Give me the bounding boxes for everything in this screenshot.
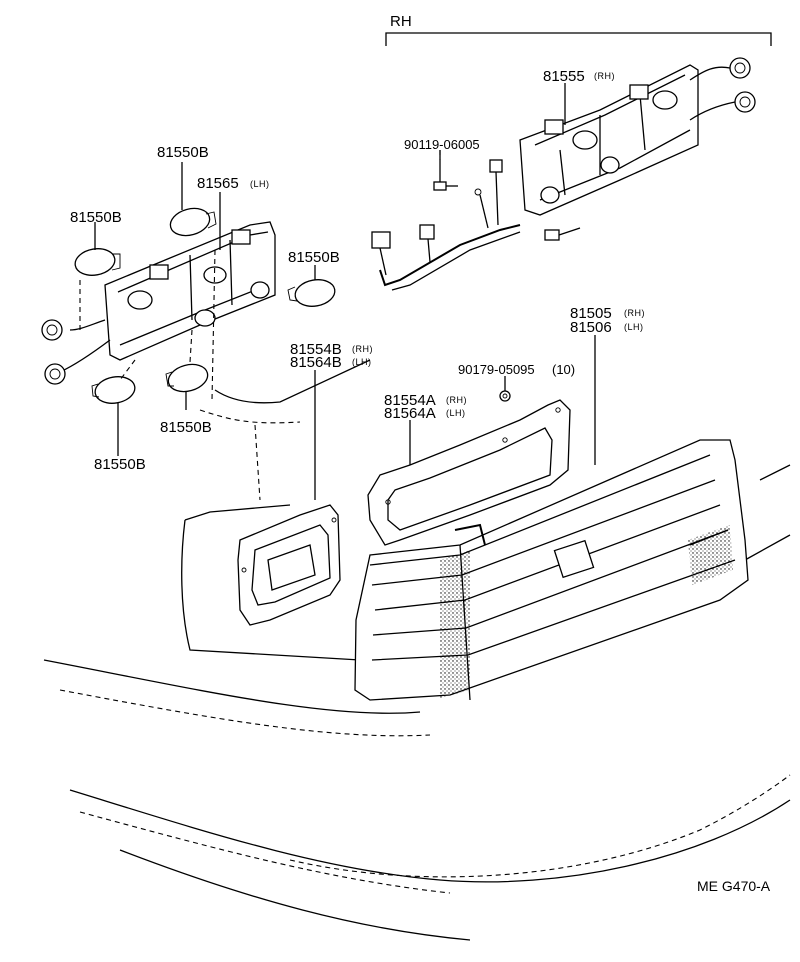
- label-81565-note: (LH): [250, 179, 270, 189]
- label-81554b-note: (RH): [352, 344, 373, 354]
- label-81506: 81506: [570, 319, 612, 336]
- label-81550b-bottom: 81550B: [94, 456, 146, 473]
- label-81564a-note: (LH): [446, 408, 466, 418]
- drawing-code: ME G470-A: [697, 878, 771, 894]
- label-81550b-left: 81550B: [70, 209, 122, 226]
- label-81550b-top: 81550B: [157, 144, 209, 161]
- socket-wiring-81555: [371, 57, 756, 291]
- rh-side-label: RH: [390, 13, 412, 30]
- label-81554a: 81554A: [384, 392, 436, 409]
- label-81565: 81565: [197, 175, 239, 192]
- label-90179: 90179-05095: [458, 362, 535, 377]
- label-81550b-right: 81550B: [288, 249, 340, 266]
- bulb-81550b-left: [74, 248, 121, 276]
- tail-lamp-lens: [354, 439, 749, 701]
- gasket-81554a: [367, 399, 571, 546]
- label-81505-note: (RH): [624, 308, 645, 318]
- nut-90179: [499, 383, 511, 402]
- bulb-socket-lh-lower: [44, 363, 66, 385]
- bulb-socket-rh-lower: [734, 91, 756, 113]
- label-81506-note: (LH): [624, 322, 644, 332]
- screw-90119: [433, 158, 458, 191]
- label-81554a-note: (RH): [446, 395, 467, 405]
- label-81555-note: (RH): [594, 71, 615, 81]
- bulb-81550b-top: [169, 207, 217, 237]
- car-body-outline: [43, 359, 791, 941]
- label-81564b-note: (LH): [352, 357, 372, 367]
- bulb-81550b-right: [287, 279, 336, 307]
- leader-lines: [94, 83, 596, 500]
- label-90179-note: (10): [552, 362, 575, 377]
- rh-bracket: [385, 32, 772, 46]
- bulb-81550b-bottom: [91, 376, 136, 404]
- bulb-socket-lh-upper: [41, 319, 63, 341]
- label-90119: 90119-06005: [404, 137, 480, 152]
- gasket-81554b: [237, 504, 341, 626]
- socket-wiring-81565: [41, 221, 276, 385]
- label-81550b-mid: 81550B: [160, 419, 212, 436]
- label-81564b: 81564B: [290, 354, 342, 371]
- label-81505: 81505: [570, 305, 612, 322]
- bulb-81550b-mid: [165, 363, 209, 393]
- bulb-socket-rh-upper: [729, 57, 751, 79]
- label-81555: 81555: [543, 68, 585, 85]
- label-81564a: 81564A: [384, 405, 436, 422]
- label-81554b: 81554B: [290, 341, 342, 358]
